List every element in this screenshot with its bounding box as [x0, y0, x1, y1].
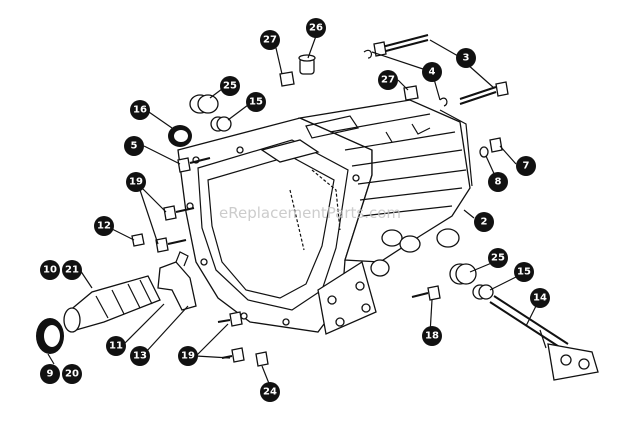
callout-25b: 25: [488, 248, 508, 268]
callout-label: 11: [109, 341, 123, 352]
callout-25a: 25: [220, 76, 240, 96]
callout-label: 19: [129, 177, 143, 188]
bolt-19-bottom: [217, 311, 245, 363]
callout-label: 15: [249, 97, 263, 108]
seal-25-top: [189, 94, 219, 114]
transmission-housing: [177, 99, 473, 335]
shaft-assembly-21: [63, 275, 161, 333]
callout-19b: 19: [178, 346, 198, 366]
callout-3: 3: [456, 48, 476, 68]
plug-26: [298, 54, 316, 75]
shift-rod-14: [489, 295, 599, 381]
callout-15b: 15: [514, 262, 534, 282]
seal-16: [168, 125, 192, 147]
callout-label: 16: [133, 105, 147, 116]
callout-9: 9: [40, 364, 60, 384]
plug-24: [255, 351, 269, 367]
callout-27a: 27: [260, 30, 280, 50]
callout-10: 10: [40, 260, 60, 280]
bushing-15-right: [472, 284, 494, 300]
bolt-19-top: [155, 205, 195, 253]
callout-label: 18: [425, 331, 439, 342]
callout-label: 13: [133, 351, 147, 362]
callout-8: 8: [488, 172, 508, 192]
watermark-text: eReplacementParts.com: [219, 204, 401, 222]
callout-5: 5: [124, 136, 144, 156]
callout-19a: 19: [126, 172, 146, 192]
seal-9-20: [36, 318, 64, 354]
callout-label: 2: [481, 217, 488, 228]
callout-label: 15: [517, 267, 531, 278]
callout-label: 9: [47, 369, 54, 380]
callout-14: 14: [530, 288, 550, 308]
callout-label: 24: [263, 387, 277, 398]
callout-label: 19: [181, 351, 195, 362]
callout-label: 7: [523, 161, 530, 172]
callout-7: 7: [516, 156, 536, 176]
callout-label: 21: [65, 265, 79, 276]
plug-27a: [279, 71, 295, 87]
callout-2: 2: [474, 212, 494, 232]
pin-12: [131, 233, 145, 247]
callout-16: 16: [130, 100, 150, 120]
callout-15a: 15: [246, 92, 266, 112]
bolt-18: [411, 285, 441, 301]
callout-21: 21: [62, 260, 82, 280]
bushing-15-top: [210, 116, 232, 132]
callout-4: 4: [422, 62, 442, 82]
callout-label: 26: [309, 23, 323, 34]
callout-label: 27: [381, 75, 395, 86]
callout-label: 10: [43, 265, 57, 276]
fork-11: [157, 251, 197, 311]
callout-24: 24: [260, 382, 280, 402]
callout-label: 5: [131, 141, 138, 152]
bolt-5: [177, 157, 211, 173]
callout-label: 3: [463, 53, 470, 64]
callout-label: 14: [533, 293, 547, 304]
callout-13: 13: [130, 346, 150, 366]
callout-18: 18: [422, 326, 442, 346]
callout-26: 26: [306, 18, 326, 38]
callout-11: 11: [106, 336, 126, 356]
seal-25-right: [449, 263, 477, 285]
callout-12: 12: [94, 216, 114, 236]
callout-label: 25: [223, 81, 237, 92]
callout-20: 20: [62, 364, 82, 384]
callout-label: 8: [495, 177, 502, 188]
callout-label: 4: [429, 67, 436, 78]
callout-label: 12: [97, 221, 111, 232]
callout-27b: 27: [378, 70, 398, 90]
bolt-3-pair: [363, 34, 509, 107]
callout-label: 27: [263, 35, 277, 46]
callout-label: 25: [491, 253, 505, 264]
plug-7: [489, 137, 503, 153]
callout-label: 20: [65, 369, 79, 380]
washer-8: [479, 146, 489, 158]
